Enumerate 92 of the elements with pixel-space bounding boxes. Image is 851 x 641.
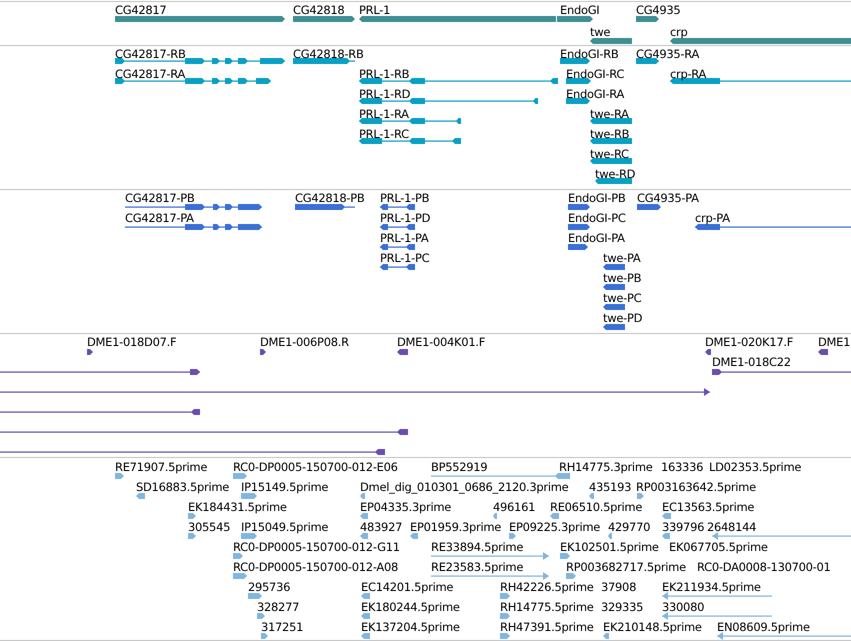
feature-label: twe-RD (595, 167, 636, 181)
feature-label: EndoGI-RB (560, 47, 619, 61)
feature-label: CG42817-PA (125, 211, 194, 225)
feature-label: CG4935-RA (636, 47, 700, 61)
feature-label: EndoGI-PB (568, 191, 626, 205)
feature-label: CG4935-PA (637, 191, 699, 205)
feature-label: twe-PD (603, 311, 642, 325)
feature-label: 328277 (257, 600, 300, 614)
feature-label: 305545 (188, 520, 230, 534)
feature-label: 2648144 (707, 520, 756, 534)
feature-label: twe-PB (603, 271, 642, 285)
feature-label: twe-PA (603, 251, 640, 265)
feature-label: 163336 (661, 460, 704, 474)
feature-label: EK180244.5prime (361, 600, 460, 614)
feature-label: RE23583.5prime (431, 560, 524, 574)
feature-label: PRL-1-PA (380, 231, 428, 245)
feature-label: 339796 (662, 520, 704, 534)
feature-label: PRL-1-RD (359, 87, 410, 101)
feature-label: EndoGI-PA (568, 231, 625, 245)
feature-label: EK210148.5prime (603, 620, 702, 634)
feature-label: twe-RC (590, 147, 629, 161)
feature-label: RP003682717.5prime (566, 560, 686, 574)
feature-label: crp-RA (670, 67, 706, 81)
feature-label: CG42818-PB (295, 191, 364, 205)
feature-label: RP003163642.5prime (636, 480, 756, 494)
feature-label: DME1-020K17.F (705, 335, 794, 349)
feature-label: RH14775.5prime (500, 600, 594, 614)
feature-label: PRL-1-RB (359, 67, 410, 81)
feature-label: RC0-DP0005-150700-012-G11 (233, 540, 400, 554)
feature-label: RC0-DP0005-150700-012-E06 (233, 460, 398, 474)
feature-label: EndoGI (560, 3, 600, 17)
feature-label: CG42818-RB (293, 47, 364, 61)
feature-label: DME1-018C22 (712, 355, 791, 369)
feature-label: IP15149.5prime (241, 480, 328, 494)
feature-label: CG42818 (293, 3, 344, 17)
feature-label: RH42226.5prime (500, 580, 594, 594)
feature-label: EP01959.3prime (410, 520, 502, 534)
feature-label: PRL-1-RA (359, 107, 409, 121)
feature-label: EN08609.5prime (717, 620, 810, 634)
feature-label: RC0-DA0008-130700-01 (697, 560, 831, 574)
feature-label: EndoGI-PC (568, 211, 626, 225)
feature-label: PRL-1-PB (380, 191, 430, 205)
feature-label: RE33894.5prime (431, 540, 524, 554)
feature-label: PRL-1 (359, 3, 390, 17)
feature-label: PRL-1-PC (380, 251, 430, 265)
feature-label: DME1-018D07.F (87, 335, 176, 349)
feature-label: CG42817 (115, 3, 166, 17)
feature-label: EndoGI-RA (566, 87, 624, 101)
feature-label: EK067705.5prime (669, 540, 768, 554)
feature-label: twe-PC (603, 291, 642, 305)
feature-label: EK102501.5prime (560, 540, 659, 554)
feature-label: 330080 (662, 600, 704, 614)
feature-label: twe-RB (590, 127, 630, 141)
feature-label: 37908 (601, 580, 636, 594)
feature-label: 483927 (360, 520, 402, 534)
feature-label: RH47391.5prime (500, 620, 594, 634)
feature-label: EK137204.5prime (361, 620, 460, 634)
feature-label: RE71907.5prime (115, 460, 208, 474)
feature-label: 496161 (493, 500, 536, 514)
feature-label: RE06510.5prime (550, 500, 642, 514)
feature-label: CG4935 (636, 3, 680, 17)
feature-label: 295736 (248, 580, 290, 594)
feature-label: DME1 (818, 335, 850, 349)
feature-label: EP09225.3prime (509, 520, 600, 534)
feature-label: 317251 (261, 620, 304, 634)
feature-label: twe-RA (590, 107, 629, 121)
feature-label: CG42817-RA (115, 67, 186, 81)
feature-label: EK184431.5prime (188, 500, 287, 514)
feature-label: PRL-1-PD (380, 211, 430, 225)
feature-label: EP04335.3prime (360, 500, 452, 514)
feature-label: EndoGI-RC (566, 67, 624, 81)
feature-label: DME1-006P08.R (260, 335, 349, 349)
feature-label: EC13563.5prime (662, 500, 754, 514)
feature-label: 435193 (589, 480, 632, 494)
feature-label: 329335 (601, 600, 644, 614)
feature-label: crp (670, 25, 688, 39)
feature-label: LD02353.5prime (709, 460, 802, 474)
feature-label: CG42817-RB (115, 47, 186, 61)
feature-label: crp-PA (695, 211, 730, 225)
feature-label: RH14775.3prime (559, 460, 652, 474)
feature-label: PRL-1-RC (359, 127, 409, 141)
feature-label: BP552919 (431, 460, 488, 474)
feature-label: twe (590, 25, 610, 39)
feature-label: CG42817-PB (125, 191, 194, 205)
feature-label: IP15049.5prime (241, 520, 328, 534)
feature-label: SD16883.5prime (136, 480, 230, 494)
feature-label: DME1-004K01.F (397, 335, 486, 349)
feature-label: EC14201.5prime (361, 580, 454, 594)
feature-label: EK211934.5prime (662, 580, 761, 594)
feature-label: Dmel_dig_010301_0686_2120.3prime (360, 480, 568, 494)
feature-label: 429770 (608, 520, 650, 534)
feature-label: RC0-DP0005-150700-012-A08 (233, 560, 398, 574)
